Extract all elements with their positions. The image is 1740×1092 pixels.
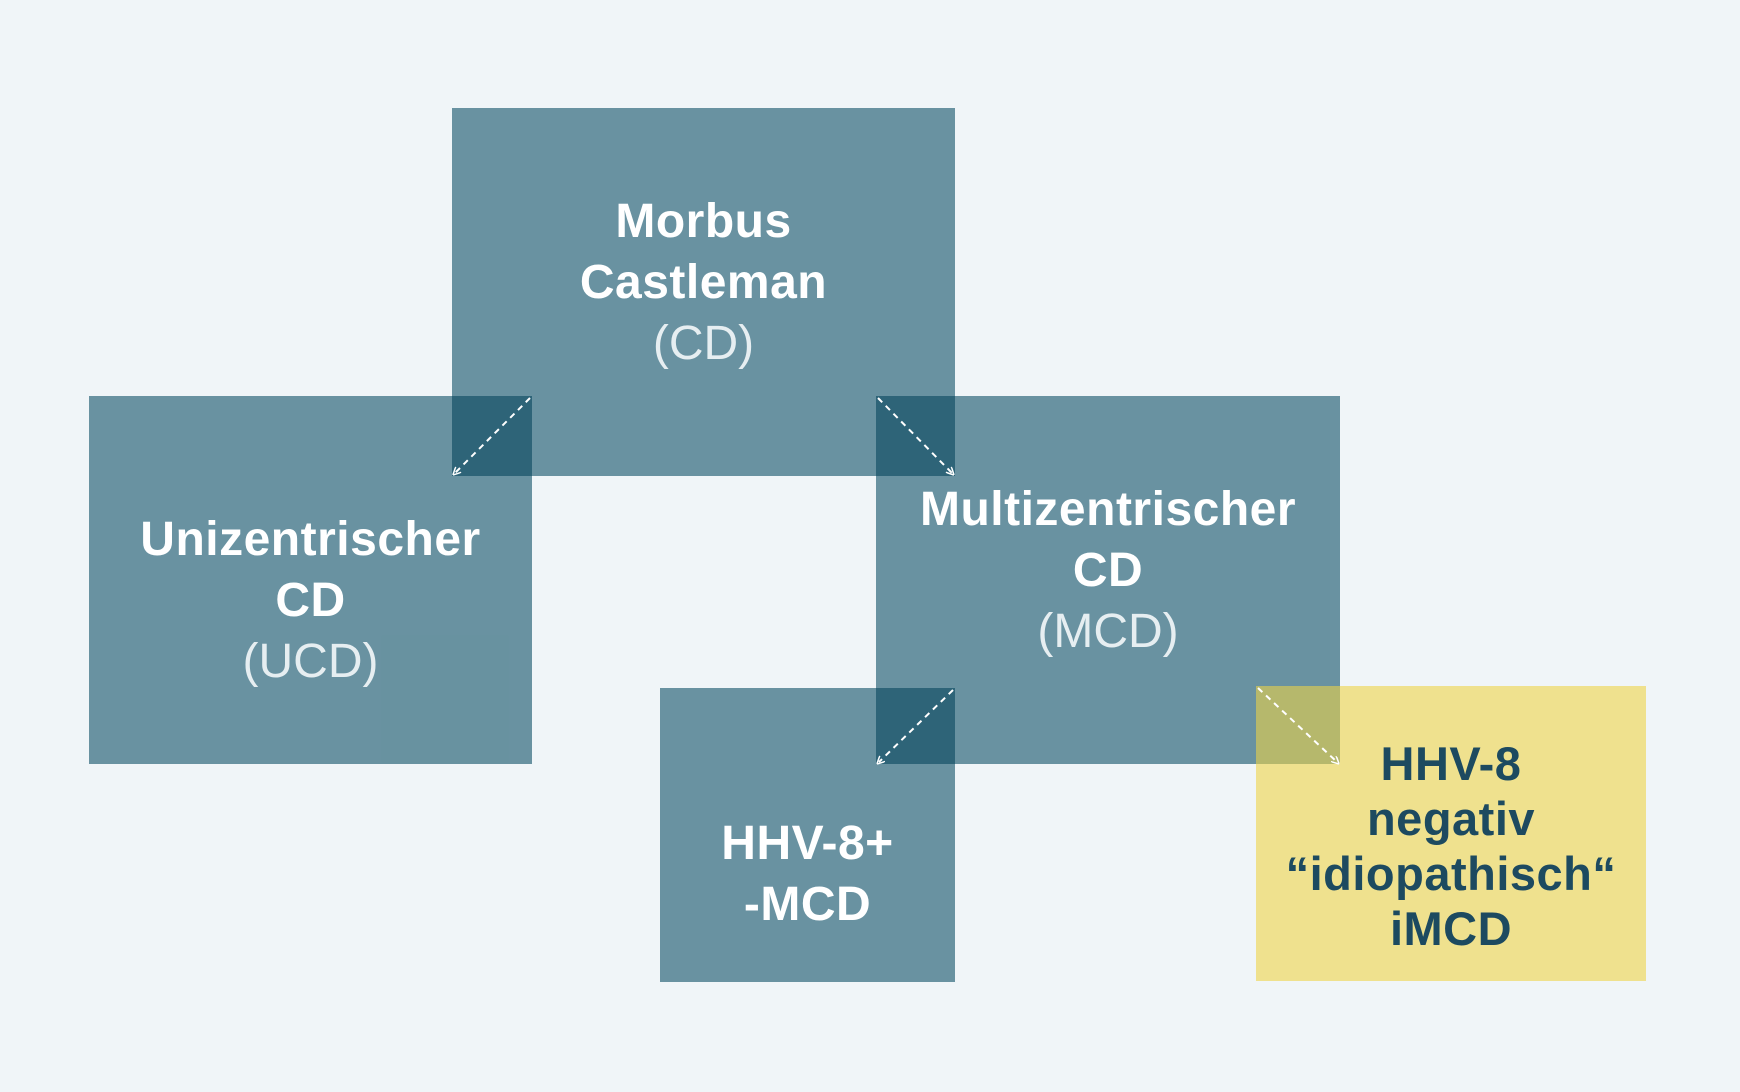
overlap-root-ucd: [452, 396, 532, 476]
node-title: Morbus Castleman: [579, 194, 828, 309]
overlap-root-mcd: [876, 396, 955, 476]
node-title: Multizentrischer CD: [919, 482, 1297, 597]
node-title: HHV-8 negativ “idiopathisch“ iMCD: [1285, 736, 1617, 955]
node-unizentrischer-cd: Unizentrischer CD (UCD): [89, 396, 532, 764]
node-abbreviation: (UCD): [242, 634, 379, 688]
node-title: HHV-8+ -MCD: [721, 817, 894, 931]
node-morbus-castleman: Morbus Castleman (CD): [452, 108, 955, 476]
node-abbreviation: (MCD): [1037, 604, 1179, 658]
overlap-mcd-imcd: [1256, 686, 1340, 764]
node-abbreviation: (CD): [652, 316, 755, 370]
node-title: Unizentrischer CD: [140, 512, 481, 627]
overlap-mcd-hhv8: [876, 688, 955, 764]
